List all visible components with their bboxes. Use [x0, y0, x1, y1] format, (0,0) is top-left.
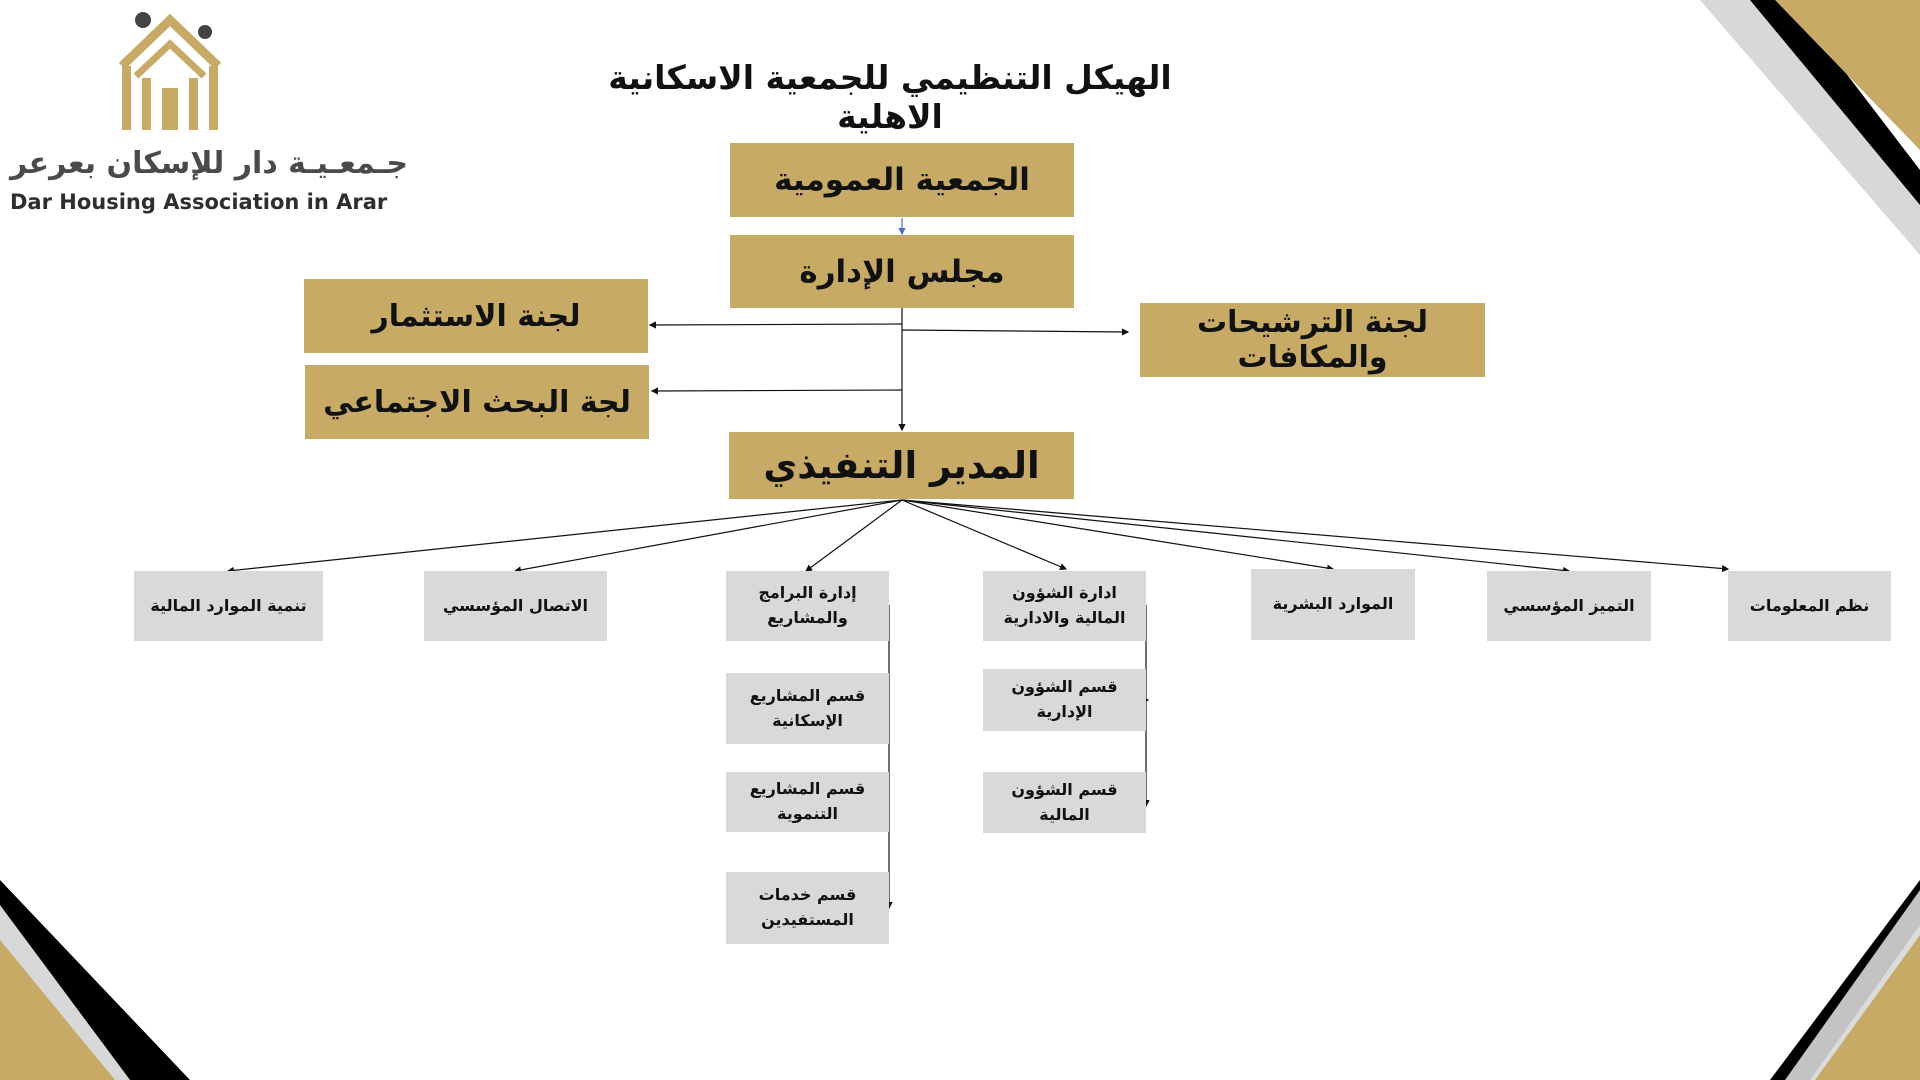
- house-pillars-icon: [118, 12, 222, 130]
- sub-department-administrative-affairs: قسم الشؤون الإدارية: [983, 669, 1146, 731]
- executive-director-box: المدير التنفيذي: [729, 432, 1074, 499]
- department-human-resources: الموارد البشرية: [1251, 569, 1415, 640]
- sub-department-development-projects: قسم المشاريع التنموية: [726, 772, 889, 832]
- logo-english-name: Dar Housing Association in Arar: [10, 190, 388, 214]
- sub-department-beneficiary-services: قسم خدمات المستفيدين: [726, 872, 889, 944]
- logo-arabic-name: جـمعـيـة دار للإسكان بعرعر: [10, 146, 409, 181]
- investment-committee-box: لجنة الاستثمار: [304, 279, 648, 353]
- social-research-committee-box: لجة البحث الاجتماعي: [305, 365, 649, 439]
- department-financial-admin-affairs: ادارة الشؤون المالية والادارية: [983, 571, 1146, 641]
- board-box: مجلس الإدارة: [730, 235, 1074, 308]
- sub-department-housing-projects: قسم المشاريع الإسكانية: [726, 673, 889, 744]
- nominations-committee-box: لجنة الترشيحات والمكافات: [1140, 303, 1485, 377]
- sub-department-financial-affairs: قسم الشؤون المالية: [983, 772, 1146, 833]
- department-corporate-communication: الاتصال المؤسسي: [424, 571, 607, 641]
- department-programs-projects: إدارة البرامج والمشاريع: [726, 571, 889, 641]
- chart-title: الهيكل التنظيمي للجمعية الاسكانية الاهلي…: [608, 58, 1172, 136]
- department-institutional-excellence: التميز المؤسسي: [1487, 571, 1651, 641]
- department-information-systems: نظم المعلومات: [1728, 571, 1891, 641]
- general-assembly-box: الجمعية العمومية: [730, 143, 1074, 217]
- department-financial-resources: تنمية الموارد المالية: [134, 571, 323, 641]
